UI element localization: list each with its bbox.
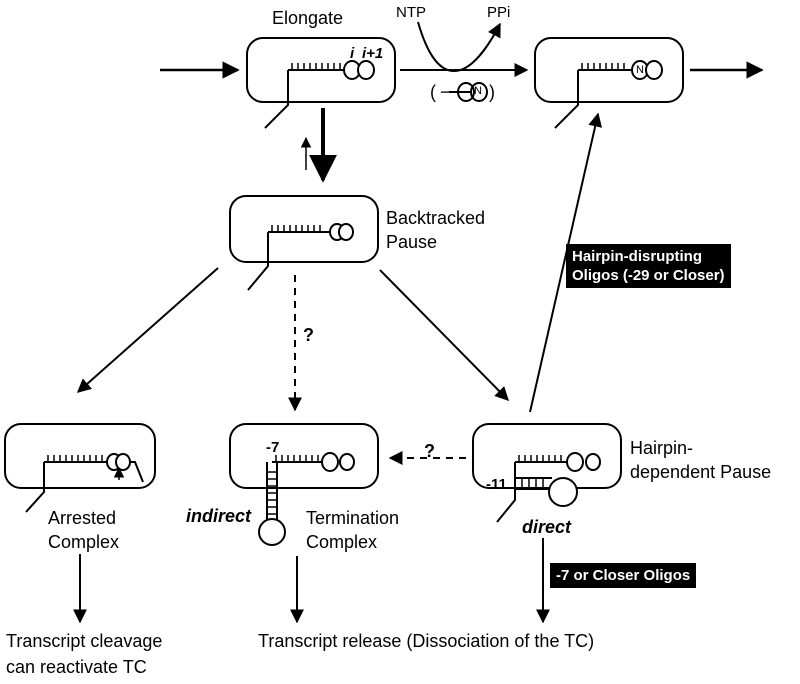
minus-sign: − <box>440 82 451 102</box>
backtracked-pause-complex <box>229 195 379 291</box>
minus7-closer-oligos-label: -7 or Closer Oligos <box>550 563 697 588</box>
hairpin-dependent-pause-complex <box>472 423 622 523</box>
ppi-label: PPi <box>487 4 511 21</box>
arrested-complex <box>4 423 156 513</box>
oligo-rescue-arrow <box>529 112 603 413</box>
termination-label-line1: Termination <box>306 508 400 528</box>
ntp-label: NTP <box>396 4 426 21</box>
hairpin-disrupting-line2: Oligos (-29 or Closer) <box>572 267 725 284</box>
hairpin-disrupting-line1: Hairpin-disrupting <box>572 248 702 265</box>
hairpin-label-line1: Hairpin- <box>630 438 694 458</box>
paren-open: ( <box>430 82 436 102</box>
n-symbol: N <box>474 85 482 97</box>
termination-label-line2: Complex <box>306 532 378 552</box>
nucleotide-symbol <box>449 82 488 102</box>
arrested-label-line1: Arrested <box>48 508 117 528</box>
arrest-arrow <box>76 267 219 393</box>
termination-complex <box>229 423 379 546</box>
question-mark-horizontal: ? <box>424 441 435 461</box>
backtracked-label-line2: Pause <box>386 232 438 252</box>
cleavage-outcome-line2: can reactivate TC <box>6 657 147 677</box>
arrested-label-line2: Complex <box>48 532 120 552</box>
hairpin-pause-arrow <box>379 269 509 401</box>
backtracked-label-line1: Backtracked <box>386 208 486 228</box>
direct-label: direct <box>522 517 572 537</box>
elongated-complex <box>534 37 684 129</box>
minus-7-position: -7 <box>266 439 280 456</box>
hairpin-disrupting-oligos-label: Hairpin-disrupting Oligos (-29 or Closer… <box>566 244 731 288</box>
n-symbol-complex: N <box>636 64 644 76</box>
question-mark-vertical: ? <box>303 325 314 345</box>
hairpin-label-line2: dependent Pause <box>630 462 772 482</box>
release-outcome: Transcript release (Dissociation of the … <box>258 631 595 651</box>
elongate-label: Elongate <box>272 8 344 28</box>
indirect-label: indirect <box>186 506 252 526</box>
ntp-ppi-curve <box>417 21 501 72</box>
elongate-complex <box>246 37 396 129</box>
minus-11-position: -11 <box>486 476 507 493</box>
paren-close: ) <box>489 82 495 102</box>
position-i-plus-1-label: i+1 <box>362 45 384 62</box>
position-i-label: i <box>350 45 355 62</box>
cleavage-outcome-line1: Transcript cleavage <box>6 631 163 651</box>
